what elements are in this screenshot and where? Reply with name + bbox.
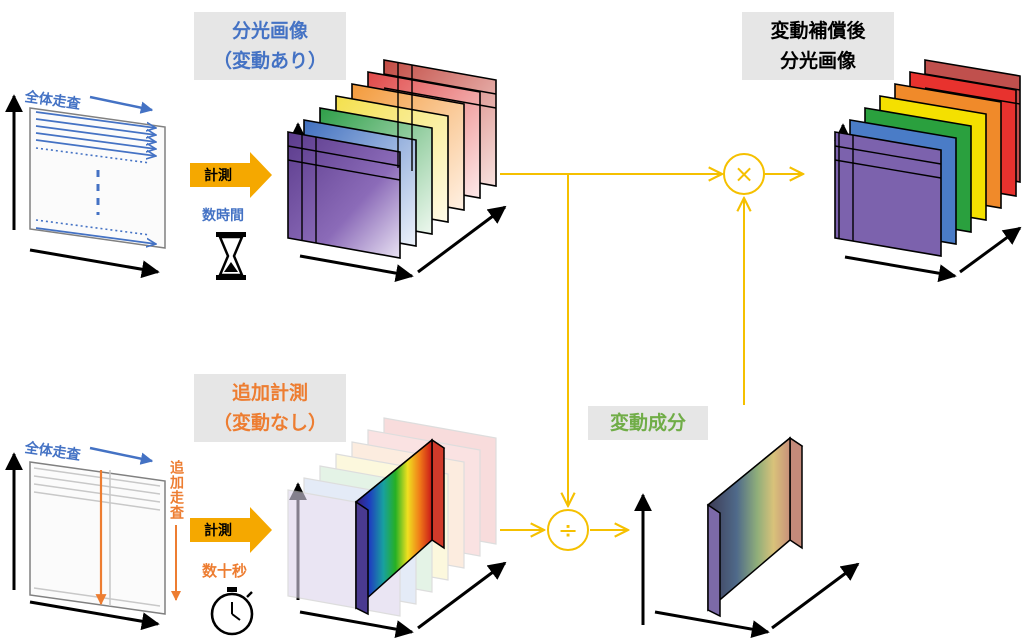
divide-operator [547,509,589,551]
bottom-cube-title-line1: 追加計測 [231,382,308,404]
result-spectral-cube [834,59,1022,283]
result-title: 変動補償後 分光画像 [742,12,894,80]
top-cube-title-line2: （変動あり） [212,50,327,72]
multiply-operator [723,153,765,195]
variation-component-label: 変動成分 [588,406,708,440]
bottom-scan-sheet [4,452,181,631]
stopwatch-icon [210,587,254,636]
flow-lines [500,174,803,530]
bottom-spectral-cube [287,417,507,639]
extra-scan-label: 追加走査 [168,460,184,520]
bottom-measure-arrow [190,507,272,553]
multiply-symbol: × [734,160,754,188]
top-time-label: 数時間 [202,208,244,224]
top-cube-title: 分光画像 （変動あり） [194,12,346,80]
top-measure-arrow [190,152,272,198]
result-title-line1: 変動補償後 [770,20,866,42]
bottom-cube-title-line2: （変動なし） [212,412,327,434]
bottom-scan-arrow [89,446,154,465]
hourglass-icon [216,232,246,280]
top-scan-sheet [4,94,166,279]
top-measure-label: 計測 [204,168,232,184]
top-cube-title-line1: 分光画像 [231,20,308,42]
top-spectral-cube [287,59,507,283]
bottom-measure-label: 計測 [204,523,232,539]
result-title-line2: 分光画像 [779,50,856,72]
top-scan-arrow [89,95,154,114]
variation-component-slab [634,436,860,639]
divide-symbol: ÷ [558,516,578,544]
bottom-time-label: 数十秒 [202,562,248,580]
bottom-cube-title: 追加計測 （変動なし） [194,374,346,442]
